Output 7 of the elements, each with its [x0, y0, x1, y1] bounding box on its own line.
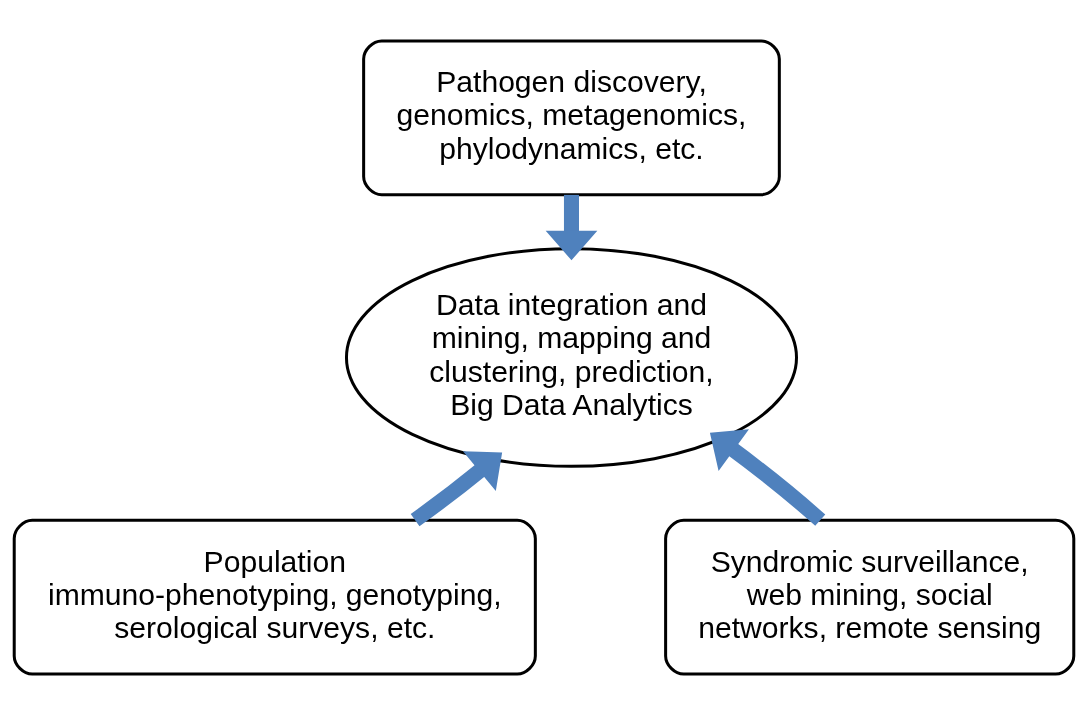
- node-ellipse: Data integration and mining, mapping and clustering, prediction, Big Data Analytics: [344, 247, 798, 468]
- arrow: [709, 429, 826, 526]
- arrow: [410, 451, 503, 527]
- arrow: [545, 194, 598, 261]
- node-box: Syndromic surveillance, web mining, social networks, remote sensing: [664, 518, 1076, 676]
- node-box: Population immuno-phenotyping, genotyping, serological surveys, etc.: [12, 518, 537, 676]
- node-box: Pathogen discovery, genomics, metagenomics, phylodynamics, etc.: [362, 39, 781, 197]
